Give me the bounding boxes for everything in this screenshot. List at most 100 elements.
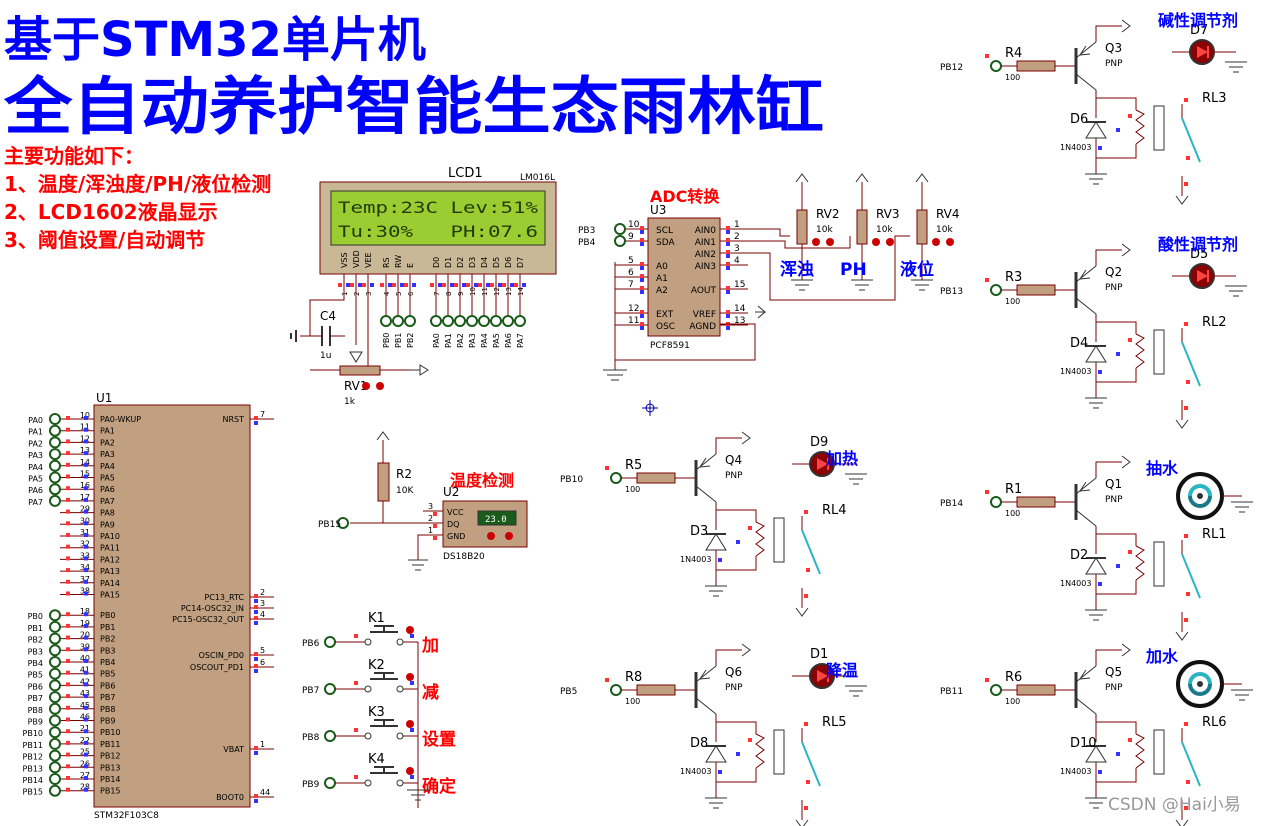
- mcu-pin-name: PA5: [100, 474, 115, 483]
- driver-r-val: 100: [1005, 297, 1020, 306]
- adc-pin-name: SDA: [656, 238, 675, 248]
- mcu-pin-name: PC13_RTC: [204, 593, 244, 602]
- key-ref: K2: [368, 658, 385, 673]
- mcu-pin-net: PB2: [28, 636, 43, 645]
- lcd-pin-name: D6: [504, 257, 513, 268]
- mcu-pin-name: PB8: [100, 705, 115, 714]
- mcu-pin-net: PB6: [28, 682, 43, 691]
- rv1-body: [339, 365, 381, 376]
- adc-pin-num: 1: [734, 220, 740, 230]
- driver-r-ref: R5: [625, 458, 642, 473]
- mcu-pin-num: 10: [80, 411, 90, 420]
- contrast-circuit: C4 1u RV1 1k: [290, 286, 429, 407]
- adc-pin-num: 12: [628, 304, 639, 314]
- driver-label: 降温: [826, 661, 858, 680]
- driver-load-ref: D9: [810, 435, 828, 450]
- temp-display: [477, 510, 517, 526]
- mcu-pin-net: PB8: [28, 706, 43, 715]
- feature-item-3: 3、阈值设置/自动调节: [4, 228, 205, 252]
- mcu-pin-name: PB10: [100, 728, 121, 737]
- title-line-2: 全自动养护智能生态雨林缸: [3, 70, 824, 143]
- lcd-pin-num: 9: [457, 292, 465, 296]
- driver-q-ref: Q6: [725, 665, 742, 679]
- mcu-pin-num: 17: [80, 493, 90, 502]
- temp-pin-num: 3: [428, 502, 433, 511]
- key-label: 减: [422, 682, 439, 703]
- temp-ref: U2: [443, 485, 459, 499]
- adc-pin-name: AIN1: [695, 238, 716, 248]
- lcd-pin-num: 6: [407, 291, 415, 296]
- driver-net: PB13: [940, 287, 963, 297]
- mcu-body: [93, 404, 251, 808]
- adc-pin-name: A0: [656, 262, 668, 272]
- mcu-pin-num: 11: [80, 423, 90, 432]
- lcd-bus-label: PB0: [382, 333, 391, 348]
- driver-relay-ref: RL2: [1202, 315, 1227, 330]
- mcu-pin-name: PA9: [100, 520, 115, 529]
- lcd-bus-label: PA1: [444, 333, 453, 348]
- driver-q-type: PNP: [1105, 683, 1123, 693]
- driver-load-ref: D1: [810, 647, 828, 662]
- sensor-label: 浑浊: [780, 259, 814, 280]
- lcd-pin-name: D3: [468, 257, 477, 268]
- driver-d-model: 1N4003: [680, 767, 711, 776]
- mcu-pin-name: PA13: [100, 567, 120, 576]
- lcd-model: LM016L: [520, 173, 555, 183]
- mcu-pin-num: 12: [80, 434, 90, 443]
- adc-pin-name: VREF: [693, 310, 716, 320]
- temp-pin-name: GND: [447, 532, 465, 541]
- adc-pin-name: OSC: [656, 322, 675, 332]
- driver-relay-core: [773, 729, 785, 775]
- driver-d-ref: D3: [690, 524, 708, 539]
- driver-diode: [705, 533, 727, 551]
- driver-r-val: 100: [1005, 73, 1020, 82]
- driver-net: PB11: [940, 687, 963, 697]
- lcd-row-1: Temp:23C Lev:51%: [338, 198, 538, 217]
- adc-pin-name: AGND: [689, 322, 716, 332]
- mcu-pin-net: PB10: [23, 729, 44, 738]
- lcd-pin-name: VDD: [352, 250, 361, 268]
- lcd-pin-name: VEE: [364, 252, 373, 268]
- driver-d-model: 1N4003: [680, 555, 711, 564]
- key-ref: K1: [368, 611, 385, 626]
- driver-net: PB12: [940, 63, 963, 73]
- driver-label: 加热: [825, 449, 858, 468]
- mcu-pin-num: 31: [80, 528, 90, 537]
- mcu-pin-name: PA3: [100, 450, 115, 459]
- lcd-pin-name: D4: [480, 257, 489, 268]
- key-ref: K4: [368, 752, 385, 767]
- mcu-pin-name: PB5: [100, 670, 115, 679]
- lcd-pin-num: 4: [383, 291, 391, 296]
- key-net: PB9: [302, 780, 320, 790]
- driver-relay-ref: RL1: [1202, 527, 1227, 542]
- driver-q-ref: Q3: [1105, 41, 1122, 55]
- mcu-pin-name: PA8: [100, 509, 115, 518]
- lcd-bus-label: PA6: [504, 333, 513, 348]
- mcu-pin-net: PA5: [28, 475, 43, 484]
- lcd-pin-name: D5: [492, 257, 501, 268]
- mcu-pin-name: OSCOUT_PD1: [190, 663, 244, 672]
- driver-d-ref: D4: [1070, 336, 1088, 351]
- mcu-pin-net: PA2: [28, 439, 43, 448]
- mcu-pin-num: 21: [80, 724, 90, 733]
- mcu-pin-num: 15: [80, 470, 90, 479]
- lcd-bus-label: PB1: [394, 333, 403, 348]
- sensor-ref: RV4: [936, 207, 960, 221]
- temp-pin-num: 1: [428, 526, 433, 535]
- feature-heading: 主要功能如下：: [4, 144, 144, 168]
- mcu-pin-num: 33: [80, 551, 90, 560]
- sensor-val: 10k: [876, 225, 893, 235]
- key-net: PB8: [302, 733, 320, 743]
- adc-body: [647, 217, 721, 337]
- mcu-model: STM32F103C8: [94, 811, 159, 821]
- sensor-label: PH: [840, 260, 867, 280]
- mcu-pin-num: 13: [80, 446, 90, 455]
- mcu-pin-num: 3: [260, 599, 265, 608]
- mcu-pin-num: 4: [260, 610, 265, 619]
- r2-val: 10K: [396, 486, 414, 496]
- mcu-pin-name: PB6: [100, 681, 115, 690]
- lcd-pin-num: 14: [517, 287, 525, 296]
- lcd-module: LCD1 LM016L Temp:23C Lev:51% Tu:30% PH:0…: [319, 166, 557, 348]
